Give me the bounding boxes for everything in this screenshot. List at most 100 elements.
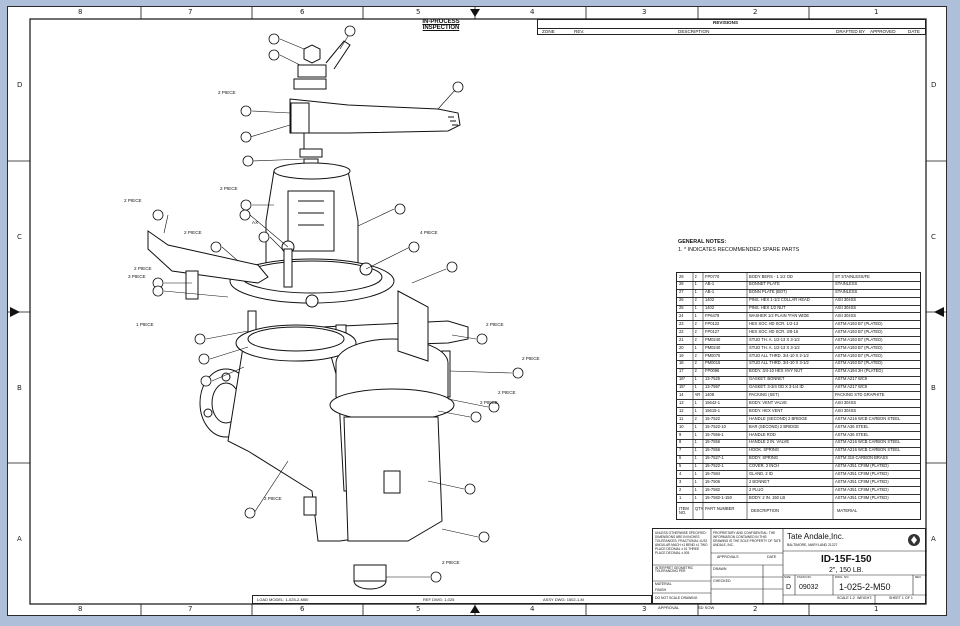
finish-label: FINISH (655, 588, 667, 592)
bom-item-no: 21 (679, 337, 684, 342)
callout-2-piece: 2 PIECE (218, 90, 236, 95)
bom-part-number: 1408 (705, 393, 715, 398)
bom-part-number: 1402 (705, 306, 715, 311)
size-value: D (786, 584, 792, 591)
drawing-title: ID-15F-150 (821, 554, 872, 565)
bom-material: ASTM A216 WCB CARBON STEEL (835, 416, 901, 421)
company-logo (908, 534, 920, 546)
rev-header-approved: APPROVED (870, 29, 896, 34)
bom-qty: 2 (694, 353, 697, 358)
bom-part-number: 1402 (705, 298, 715, 303)
zone-label-top: 7 (188, 8, 193, 16)
bom-qty: 1 (694, 400, 697, 405)
zone-label-top: 5 (416, 8, 421, 16)
callout-2-piece: 2 PIECE (486, 322, 504, 327)
bom-qty: 1 (694, 448, 697, 453)
bom-material: AISI 304SS (835, 408, 857, 413)
bom-item-no: 15* (679, 385, 686, 390)
fscm-value: 09032 (799, 584, 819, 591)
zone-label-bottom: 5 (416, 605, 421, 613)
bom-item-no: 23 (679, 321, 684, 326)
bom-description: STUD TH. A. 1/2-13 X 3-1/2 (749, 337, 800, 342)
bom-qty: 2 (694, 337, 697, 342)
valve-exploded-drawing (147, 25, 524, 590)
load-model: LOAD MODEL: 1-025-2-M50 (257, 597, 309, 602)
callout-2-piece: 2 PIECE (522, 356, 540, 361)
zone-label-bottom: 2 (753, 605, 758, 613)
bom-description: PINS. HEX 1/2 NUT (749, 306, 786, 311)
rev-header-rev: REV. (574, 29, 585, 34)
bom-material: STAINLESS (835, 290, 858, 295)
rev-header-date: DATE (908, 29, 920, 34)
zone-label-left: B (17, 384, 22, 392)
date-label: DATE (767, 555, 777, 559)
company-address: BALTIMORE, MARYLAND 21227 (787, 543, 838, 547)
bom-description: HOOK. SPRING (749, 448, 780, 453)
bom-header-part: PART NUMBER (705, 507, 735, 511)
inspection-line1: IN-PROCESS (422, 19, 460, 25)
zone-label-bottom: 8 (78, 605, 83, 613)
zone-label-bottom: 3 (642, 605, 647, 613)
bom-part-number: 15-7582-1-150 (705, 495, 732, 500)
material-label: MATERIAL (655, 582, 672, 586)
drawn-label: DRAWN (713, 567, 727, 571)
bom-qty: 1 (694, 464, 697, 469)
bom-description: GASKET. 3-3/4 OD X 3-1/4 ID (749, 385, 804, 390)
bom-header-description: DESCRIPTION (751, 509, 779, 513)
zone-label-right: D (931, 81, 937, 89)
bom-material: ASTM A351 CF8M (PLATED) (835, 464, 889, 469)
sd-sow-label: SD SOW (698, 605, 715, 610)
bom-material: AISI 304SS (835, 400, 857, 405)
bom-qty: 1 (694, 432, 697, 437)
bom-qty: 1 (694, 282, 697, 287)
bom-item-no: 26 (679, 298, 684, 303)
bom-material: ASTM 316 CARBON BRASS (835, 456, 889, 461)
bom-description: STUD ALL THRD. 3/4-10 X 3-1/2 (749, 361, 809, 366)
bom-material: ASTM A216 WCB CARBON STEEL (835, 448, 901, 453)
bom-description: HEX SOC HD SCR. 3/8-16 (749, 329, 799, 334)
bom-material: ASTM A193 B7 (PLATED) (835, 361, 883, 366)
bom-header-row: ITEM NO. QTY PART NUMBER DESCRIPTION MAT… (677, 502, 920, 520)
bom-qty: 2 (694, 329, 697, 334)
bom-description: BODY. 3/4-10 HEX HVY NUT (749, 369, 803, 374)
bom-qty: 2 (694, 361, 697, 366)
revisions-title: REVISIONS (713, 20, 739, 25)
zone-label-top: 4 (530, 8, 535, 16)
bom-item-no: 22 (679, 329, 684, 334)
bom-description: HANDLE (SECOND) 2 BRIDGE (749, 416, 808, 421)
bom-description: 2 BONNET (749, 479, 770, 484)
drawing-subtitle: 2", 150 LB. (829, 567, 864, 574)
bom-part-number: FP0122 (705, 321, 720, 326)
bom-item-no: 13 (679, 400, 684, 405)
bom-item-no: 29 (679, 274, 684, 279)
bom-material: STAINLESS (835, 282, 858, 287)
bom-item-no: 24 (679, 314, 684, 319)
bom-item-no: 8 (679, 440, 682, 445)
bom-description: HEX SOC HD SCR. 1/2-13 (749, 321, 799, 326)
callout-2-piece: 2 PIECE (134, 266, 152, 271)
bom-qty: 1 (694, 377, 697, 382)
bom-qty: 2 (694, 274, 697, 279)
bom-item-no: 4 (679, 472, 682, 477)
bom-qty: AR (694, 393, 701, 398)
zone-label-bottom: 4 (530, 605, 535, 613)
callout-2-piece: 2 PIECE (124, 198, 142, 203)
callout-2-piece: 2 PIECE (442, 560, 460, 565)
bom-part-number: FP0096 (705, 369, 720, 374)
rev-header-description: DESCRIPTION (678, 29, 710, 34)
dwg-number: 1-025-2-M50 (839, 582, 891, 592)
scale-label: SCALE 1:2 (837, 596, 855, 600)
bom-item-no: 2 (679, 487, 682, 492)
weight-label: WEIGHT: (857, 596, 872, 600)
bom-description: GASKET. BONNET (749, 377, 785, 382)
